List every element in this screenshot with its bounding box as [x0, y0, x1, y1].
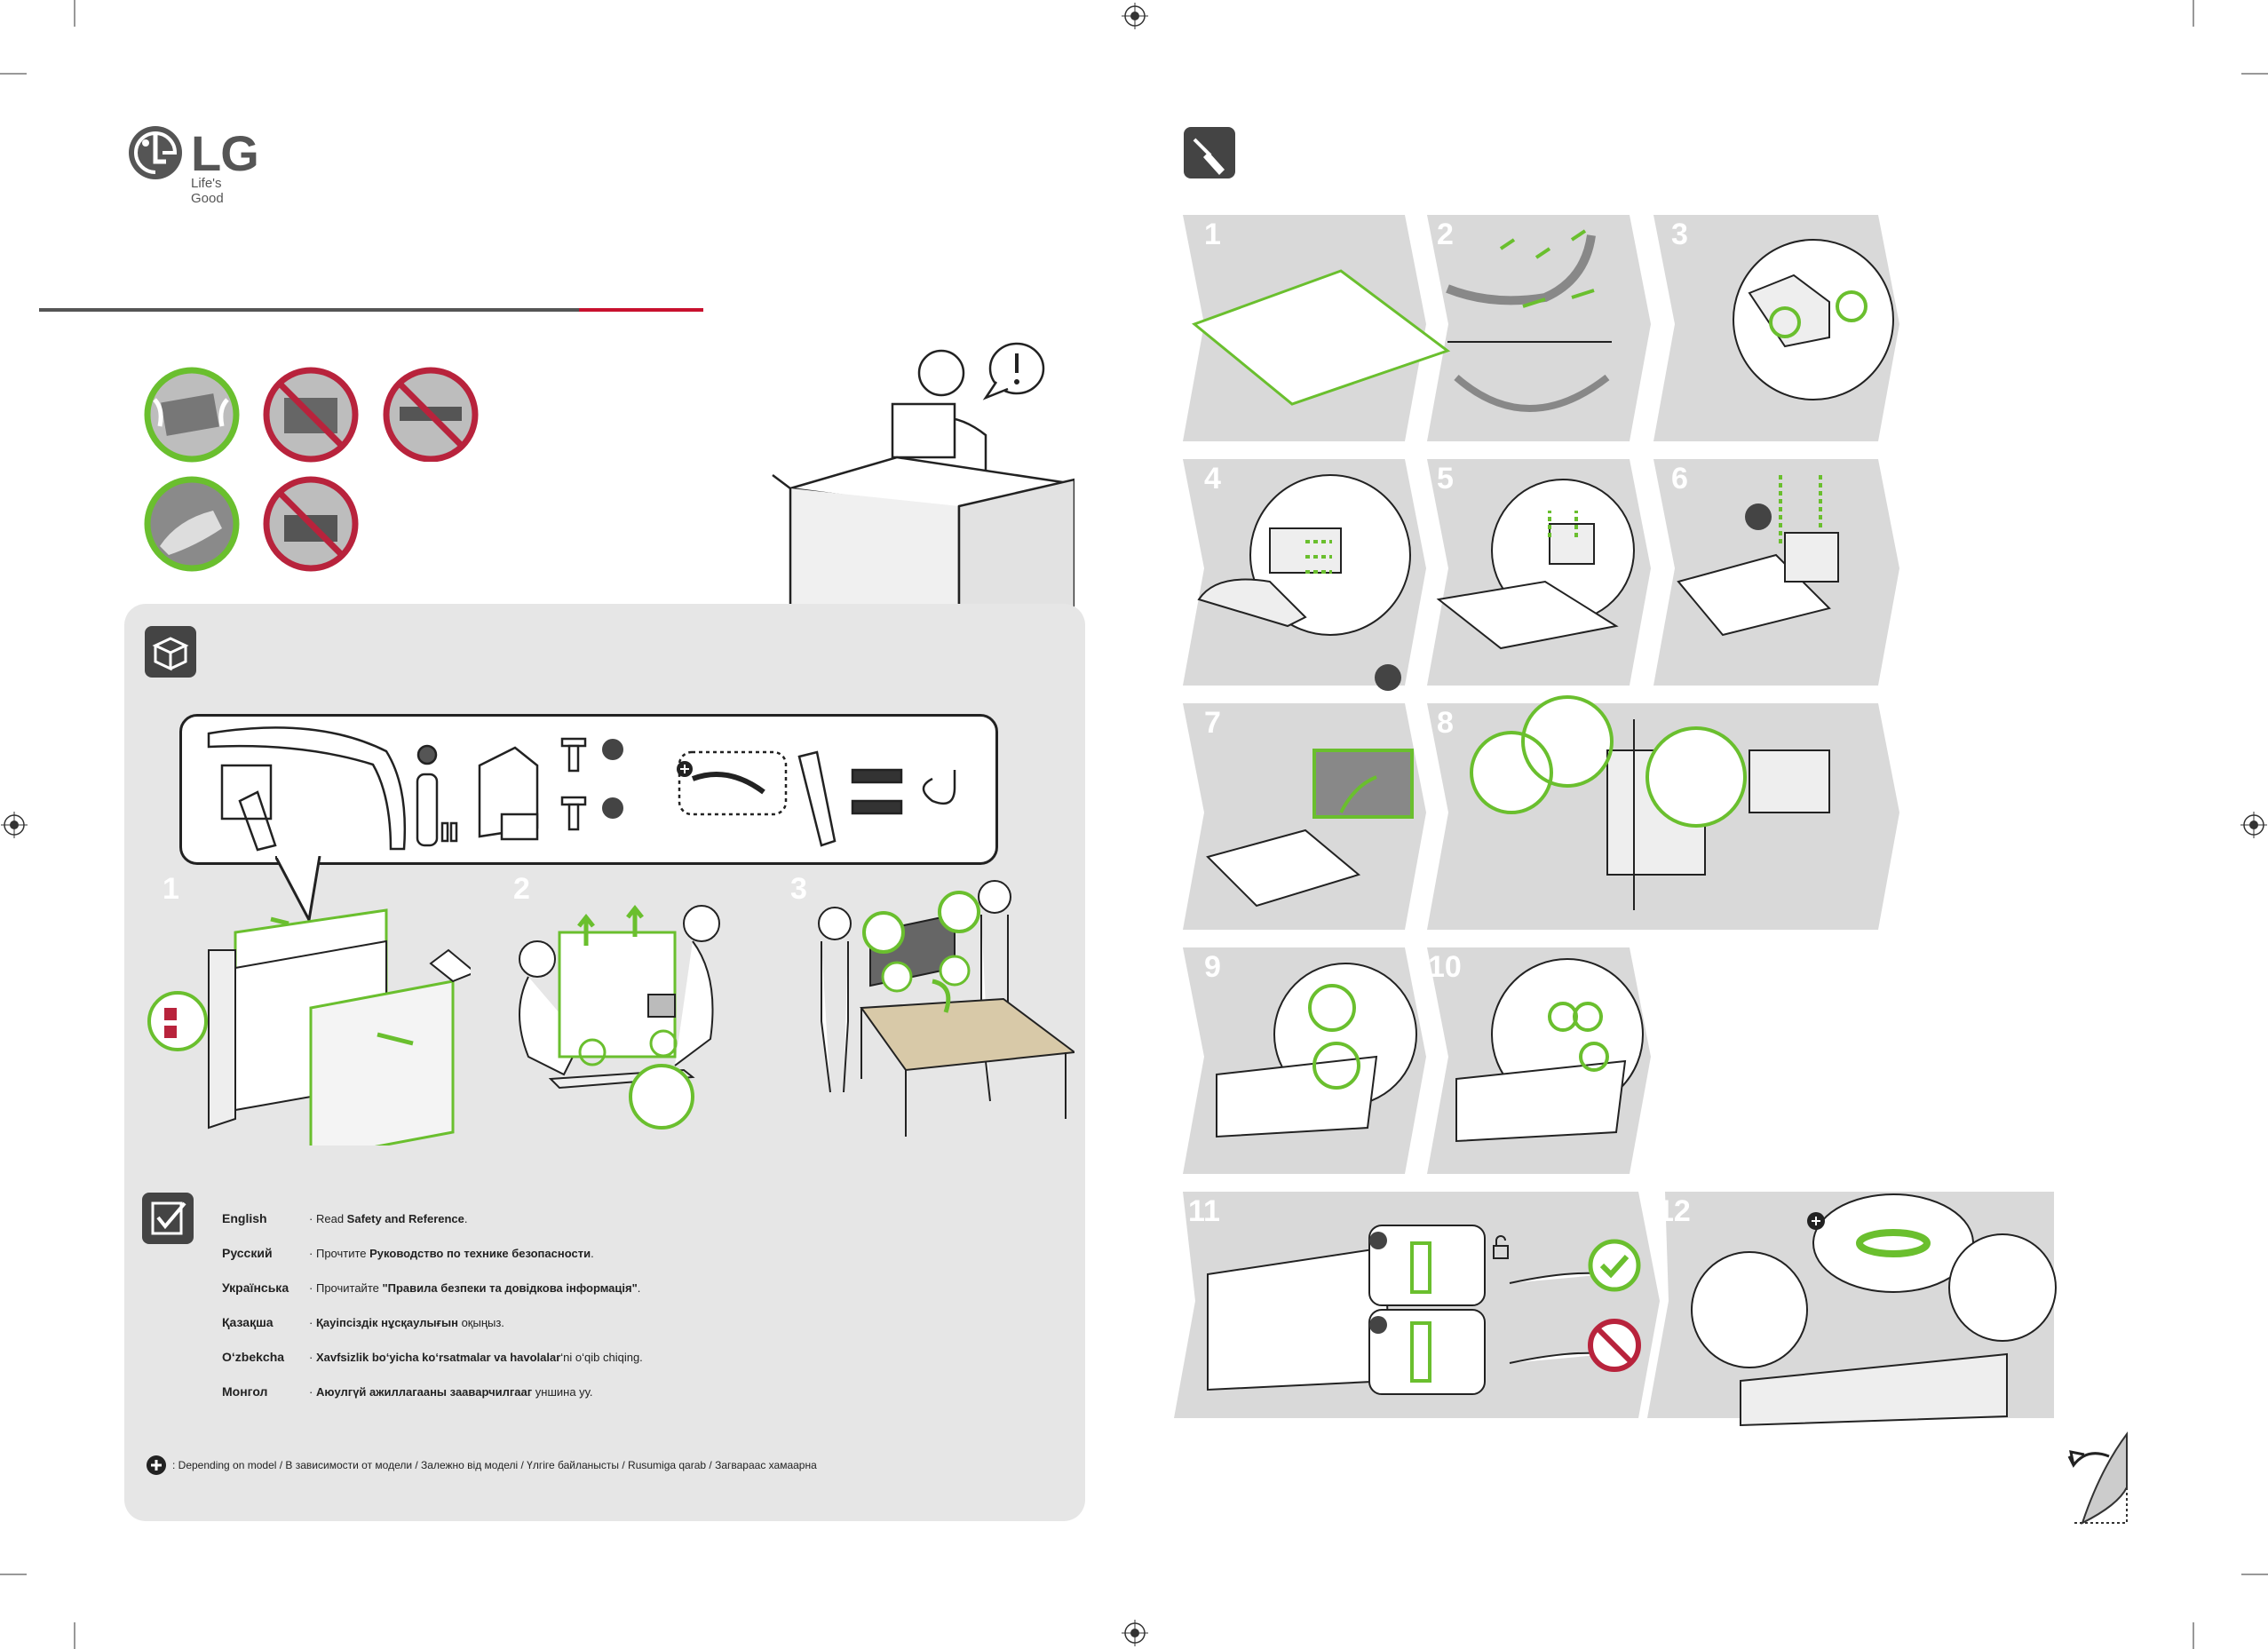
right-step-11-number: 11 — [1188, 1194, 1220, 1228]
lock-icon — [1493, 1235, 1509, 1259]
language-instruction: · Read Safety and Reference. — [309, 1212, 468, 1225]
instruction-doc-title: Руководство по технике безопасности — [369, 1247, 591, 1260]
left-step-1-illustration — [147, 908, 471, 1146]
title-divider — [39, 308, 579, 312]
cable-cover-part — [797, 750, 837, 847]
right-step-5-number: 5 — [1437, 462, 1454, 495]
registration-mark-icon — [1, 812, 28, 838]
instruction-doc-title: Аюулгүй ажиллагааны зааварчилгааг — [315, 1385, 533, 1399]
instruction-post: ‘ni o‘qib chiqing. — [560, 1351, 643, 1364]
plus-circle-icon — [677, 761, 693, 777]
warning-exclamation-icon — [982, 342, 1045, 400]
stand-base-part — [207, 726, 407, 851]
handling-prohibited-flat — [383, 367, 479, 462]
checklist-icon — [142, 1193, 194, 1244]
handling-prohibited-press — [263, 476, 359, 572]
language-name: Русский — [222, 1246, 273, 1260]
left-step-2-number: 2 — [513, 872, 530, 906]
remote-control-part — [416, 744, 458, 847]
right-steps-illustrations — [1192, 229, 2057, 1427]
language-name: English — [222, 1211, 267, 1225]
instruction-post: уншина уу. — [532, 1385, 593, 1399]
instruction-doc-title: Қауіпсіздік нұсқаулығын — [315, 1316, 458, 1329]
prohibited-icon — [1588, 1319, 1641, 1372]
box-contents-icon — [145, 626, 196, 678]
right-step-9-number: 9 — [1204, 950, 1221, 984]
language-name: O‘zbekcha — [222, 1350, 285, 1364]
right-step-2-number: 2 — [1437, 218, 1454, 251]
cable-clip-part — [851, 799, 903, 815]
language-list: English · Read Safety and Reference. Рус… — [222, 1208, 1021, 1403]
bullet: · — [309, 1247, 313, 1260]
stand-body-part — [220, 764, 277, 852]
instruction-post: . — [464, 1212, 468, 1225]
right-step-6-number: 6 — [1671, 462, 1688, 495]
handling-guidelines — [144, 367, 359, 572]
instruction-pre: Read — [315, 1212, 347, 1225]
cable-holder-part — [691, 772, 765, 795]
left-step-2-illustration — [519, 904, 720, 1130]
registration-mark-icon — [1122, 3, 1148, 29]
check-icon — [1588, 1239, 1641, 1292]
instruction-pre: Прочитайте — [315, 1281, 383, 1295]
language-instruction: · Прочтите Руководство по технике безопа… — [309, 1247, 594, 1260]
right-step-1-number: 1 — [1204, 218, 1221, 251]
cable-tie-part — [922, 770, 956, 805]
language-instruction: · Прочитайте "Правила безпеки та довідко… — [309, 1281, 640, 1295]
screw-part — [560, 737, 587, 831]
handling-prohibited-screen — [263, 367, 359, 463]
title-divider-accent — [579, 308, 703, 312]
handling-correct-edge — [144, 476, 240, 572]
language-instruction: · Аюулгүй ажиллагааны зааварчилгааг унши… — [309, 1385, 592, 1399]
bullet: · — [309, 1351, 313, 1364]
language-name: Қазақша — [222, 1315, 274, 1329]
brand-tagline: Life's Good — [191, 176, 224, 206]
bullet: · — [309, 1316, 313, 1329]
brand-name: LG — [191, 125, 259, 181]
bullet: · — [309, 1212, 313, 1225]
left-step-3-illustration — [818, 880, 1075, 1137]
registration-mark-icon — [1122, 1620, 1148, 1646]
components-callout-pointer — [275, 856, 321, 924]
right-step-10-number: 10 — [1428, 950, 1462, 984]
components-illustrations — [207, 726, 956, 852]
right-step-4-number: 4 — [1204, 462, 1221, 495]
instruction-doc-title: Xavfsizlik bo‘yicha ko‘rsatmalar va havo… — [315, 1351, 561, 1364]
language-instruction: · Қауіпсіздік нұсқаулығын оқыңыз. — [309, 1316, 504, 1329]
instruction-doc-title: Safety and Reference — [346, 1212, 464, 1225]
plus-circle-icon — [147, 1455, 166, 1475]
cable-clip-part — [851, 768, 903, 784]
manual-part — [478, 746, 539, 841]
registration-mark-icon — [2240, 812, 2267, 838]
bullet: · — [309, 1281, 313, 1295]
lg-logo-icon — [129, 126, 182, 179]
language-name: Монгол — [222, 1384, 268, 1399]
instruction-doc-title: "Правила безпеки та довідкова інформація… — [382, 1281, 638, 1295]
plus-circle-icon — [1807, 1212, 1825, 1230]
right-step-3-number: 3 — [1671, 218, 1688, 251]
model-footnote: : Depending on model / В зависимости от … — [172, 1459, 817, 1471]
instruction-pre: Прочтите — [315, 1247, 370, 1260]
handling-correct-grip — [144, 367, 240, 463]
instruction-post: оқыңыз. — [457, 1316, 504, 1329]
bullet: · — [309, 1385, 313, 1399]
page-turn-icon — [2067, 1431, 2128, 1525]
left-step-1-number: 1 — [163, 872, 179, 906]
right-step-7-number: 7 — [1204, 706, 1221, 740]
language-instruction: · Xavfsizlik bo‘yicha ko‘rsatmalar va ha… — [309, 1351, 643, 1364]
language-name: Українська — [222, 1280, 289, 1295]
right-step-12-number: 12 — [1657, 1194, 1691, 1228]
right-step-8-number: 8 — [1437, 706, 1454, 740]
screwdriver-icon — [1184, 127, 1235, 178]
instruction-post: . — [591, 1247, 594, 1260]
instruction-post: . — [637, 1281, 641, 1295]
left-step-3-number: 3 — [790, 872, 807, 906]
